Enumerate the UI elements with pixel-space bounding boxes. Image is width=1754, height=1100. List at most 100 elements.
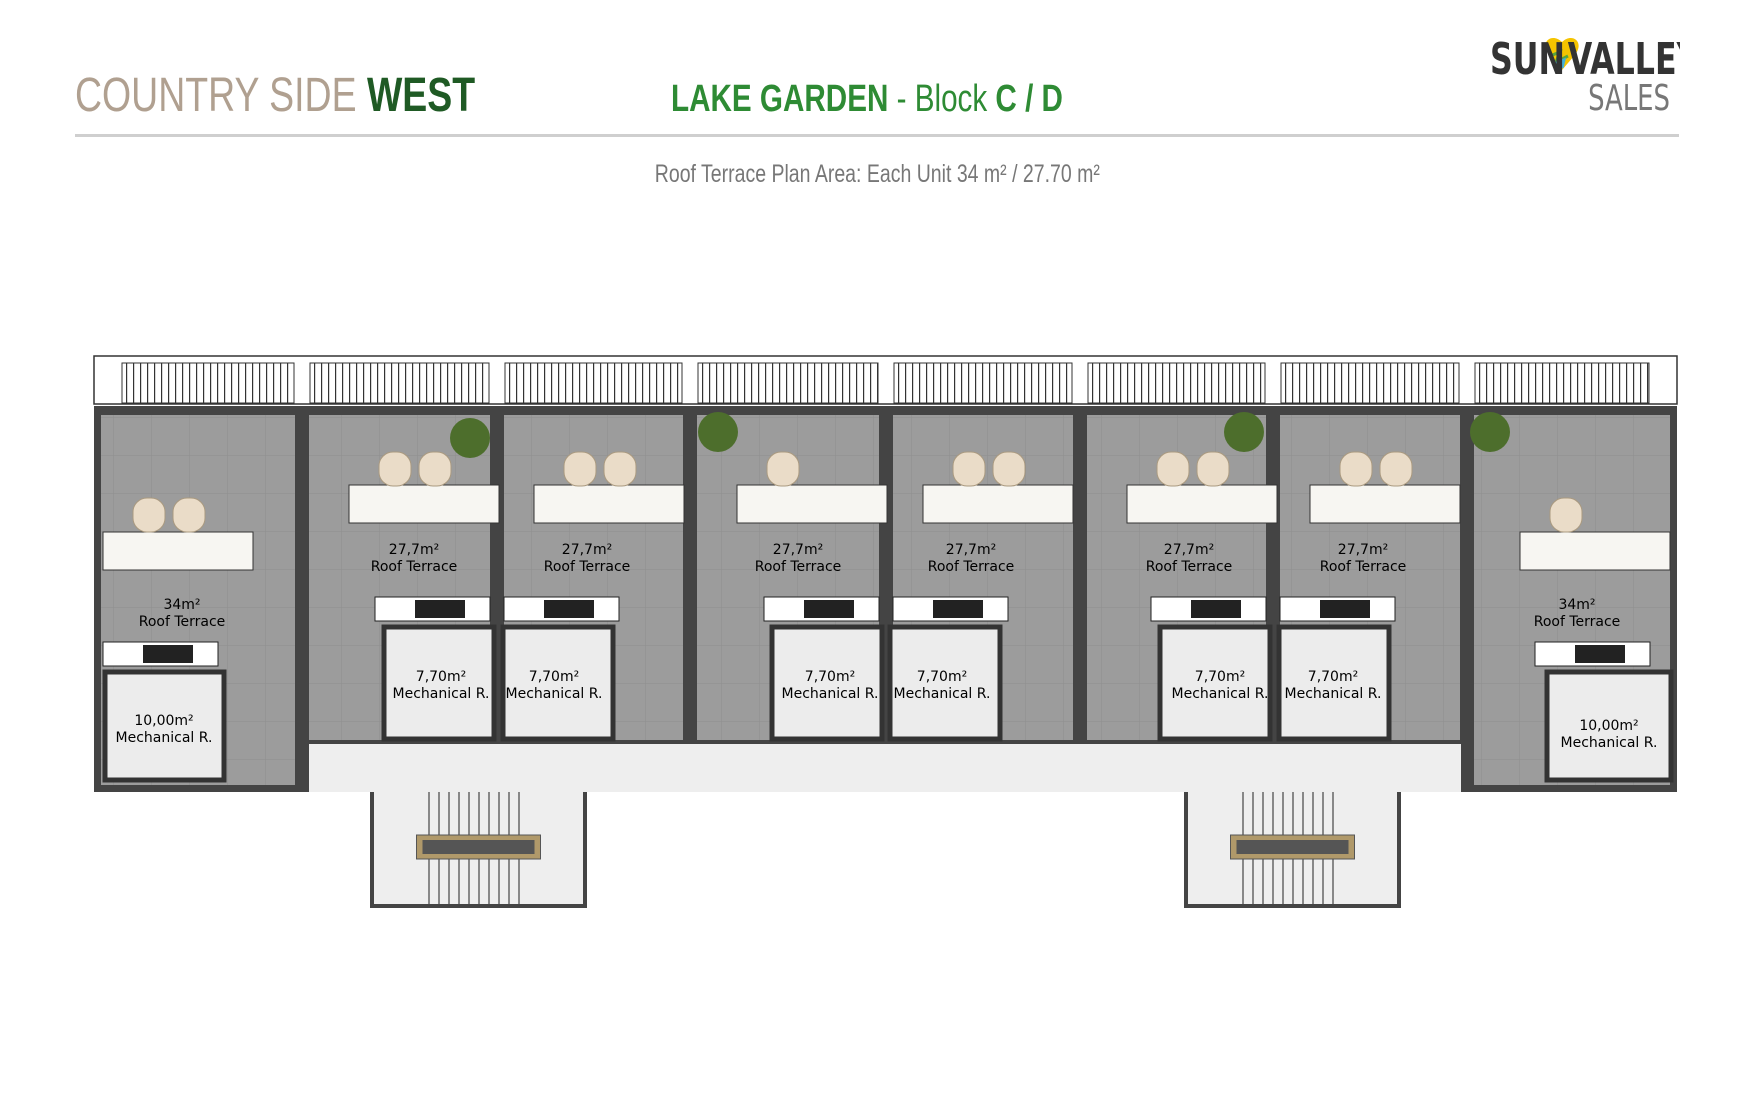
plant-icon: [1470, 412, 1510, 452]
baluster: [1521, 363, 1523, 403]
baluster: [349, 363, 351, 403]
baluster: [551, 363, 553, 403]
baluster: [447, 363, 449, 403]
baluster: [203, 363, 205, 403]
baluster: [1591, 363, 1593, 403]
baluster: [1246, 363, 1248, 403]
railing-panel: [121, 362, 295, 404]
baluster: [433, 363, 435, 403]
marble-counter: [736, 484, 888, 524]
baluster: [912, 363, 914, 403]
baluster: [363, 363, 365, 403]
sun-valley-logo: SUN VALLEY SALES: [1490, 34, 1680, 114]
baluster: [1148, 363, 1150, 403]
baluster: [537, 363, 539, 403]
baluster: [1141, 363, 1143, 403]
baluster: [1232, 363, 1234, 403]
baluster: [1306, 363, 1308, 403]
label-text: 27,7m²: [562, 542, 612, 558]
logo-wave-green: [1549, 49, 1569, 66]
label-text: 27,7m²: [1338, 542, 1388, 558]
label-text: 7,70m²: [1308, 669, 1358, 685]
baluster: [919, 363, 921, 403]
baluster: [635, 363, 637, 403]
baluster: [1010, 363, 1012, 403]
baluster: [280, 363, 282, 403]
project-title-bold: WEST: [366, 69, 476, 122]
baluster: [161, 363, 163, 403]
baluster: [405, 363, 407, 403]
mechanical-room: [1544, 669, 1674, 783]
baluster: [440, 363, 442, 403]
chair: [378, 451, 412, 487]
logo-wave-blue: [1553, 57, 1567, 69]
sink-icon: [1575, 645, 1625, 663]
label-text: Mechanical R.: [506, 686, 603, 702]
baluster: [1038, 363, 1040, 403]
label-text: 34m²: [1558, 597, 1595, 613]
corridor: [309, 744, 1461, 792]
mechanical-room: [1157, 624, 1273, 742]
baluster: [586, 363, 588, 403]
baluster: [940, 363, 942, 403]
chair: [952, 451, 986, 487]
chair: [603, 451, 637, 487]
label-text: 7,70m²: [416, 669, 466, 685]
baluster: [1134, 363, 1136, 403]
baluster: [1059, 363, 1061, 403]
chair: [1339, 451, 1373, 487]
building-outline: [94, 406, 1677, 908]
baluster: [1299, 363, 1301, 403]
railing: [93, 355, 1678, 405]
heart-icon: [1545, 37, 1579, 70]
baluster: [1584, 363, 1586, 403]
logo-valley: VALLEY: [1568, 34, 1680, 85]
baluster: [1535, 363, 1537, 403]
label-text: 27,7m²: [1164, 542, 1214, 558]
baluster: [370, 363, 372, 403]
label-text: Mechanical R.: [116, 730, 213, 746]
label-text: Roof Terrace: [371, 559, 458, 575]
chair: [563, 451, 597, 487]
baluster: [391, 363, 393, 403]
baluster: [621, 363, 623, 403]
label-text: 10,00m²: [134, 713, 193, 729]
marble-counter: [1309, 484, 1461, 524]
label-text: Roof Terrace: [755, 559, 842, 575]
baluster: [1626, 363, 1628, 403]
baluster: [1500, 363, 1502, 403]
baluster: [482, 363, 484, 403]
label-text: Roof Terrace: [928, 559, 1015, 575]
baluster: [905, 363, 907, 403]
baluster: [412, 363, 414, 403]
baluster: [716, 363, 718, 403]
baluster: [1162, 363, 1164, 403]
baluster: [863, 363, 865, 403]
baluster: [1570, 363, 1572, 403]
baluster: [614, 363, 616, 403]
baluster: [1563, 363, 1565, 403]
sink-icon: [544, 600, 594, 618]
label-text: Mechanical R.: [782, 686, 879, 702]
chair: [766, 451, 800, 487]
baluster: [1260, 363, 1262, 403]
baluster: [954, 363, 956, 403]
baluster: [565, 363, 567, 403]
baluster: [231, 363, 233, 403]
baluster: [217, 363, 219, 403]
baluster: [1024, 363, 1026, 403]
baluster: [702, 363, 704, 403]
baluster: [245, 363, 247, 403]
baluster: [154, 363, 156, 403]
label-text: Mechanical R.: [1172, 686, 1269, 702]
baluster: [314, 363, 316, 403]
plant-icon: [1224, 412, 1264, 452]
header-divider: [75, 134, 1679, 137]
